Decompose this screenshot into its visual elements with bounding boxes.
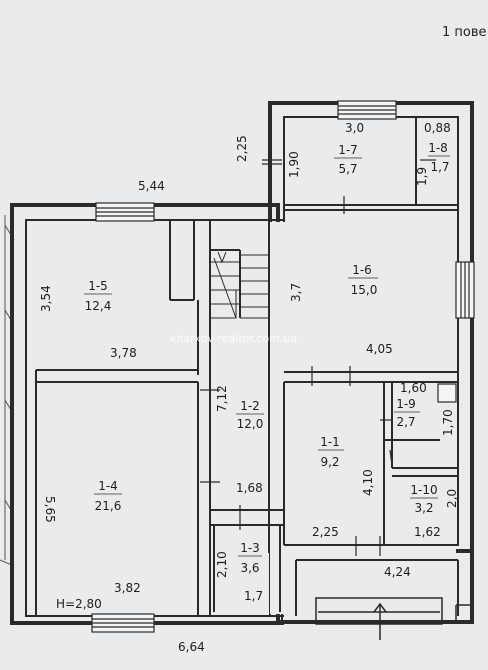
dim-label: 3,0 xyxy=(345,121,364,135)
dim-label: 1,90 xyxy=(287,151,301,178)
staircase xyxy=(210,251,270,319)
room-id: 1-5 xyxy=(88,279,108,293)
dim-label: 3,7 xyxy=(289,283,303,302)
room-labels: 1-7 5,7 1-8 1,7 1-5 12,4 1-6 15,0 1-2 12… xyxy=(84,141,450,575)
room-area: 21,6 xyxy=(95,499,122,513)
room-id: 1-3 xyxy=(240,541,260,555)
room-area: 12,4 xyxy=(85,299,112,313)
room-id: 1-8 xyxy=(428,141,448,155)
room-area: 3,2 xyxy=(414,501,433,515)
room-area: 1,7 xyxy=(430,160,449,174)
dim-label: 1,70 xyxy=(441,409,455,436)
dim-label: 4,10 xyxy=(361,469,375,496)
room-area: 2,7 xyxy=(396,415,415,429)
entrance-stairs xyxy=(315,597,470,640)
ceiling-height-note: H=2,80 xyxy=(56,597,102,611)
dim-label: 1,9 xyxy=(415,167,429,186)
dim-label: 1,60 xyxy=(400,381,427,395)
dim-label: 1,62 xyxy=(414,525,441,539)
dim-label: 3,78 xyxy=(110,346,137,360)
dim-label: 6,64 xyxy=(178,640,205,654)
room-area: 12,0 xyxy=(237,417,264,431)
dim-label: 5,65 xyxy=(43,496,57,523)
room-id: 1-7 xyxy=(338,143,358,157)
dim-label: 1,7 xyxy=(244,589,263,603)
room-id: 1-6 xyxy=(352,263,372,277)
dim-label: 0,88 xyxy=(424,121,451,135)
room-area: 5,7 xyxy=(338,162,357,176)
room-area: 3,6 xyxy=(240,561,259,575)
joint-mask xyxy=(270,222,286,614)
room-id: 1-2 xyxy=(240,399,260,413)
dim-label: 3,54 xyxy=(39,285,53,312)
dim-label: 3,82 xyxy=(114,581,141,595)
dim-label: 7,12 xyxy=(215,385,229,412)
plan-title: 1 пове xyxy=(442,25,487,40)
dim-label: 4,05 xyxy=(366,342,393,356)
dim-label: 5,44 xyxy=(138,179,165,193)
joint-mask xyxy=(276,545,456,554)
dim-label: 2,10 xyxy=(215,551,229,578)
room-area: 15,0 xyxy=(351,283,378,297)
dim-label: 4,24 xyxy=(384,565,411,579)
room-id: 1-9 xyxy=(396,397,416,411)
dim-label: 2,25 xyxy=(312,525,339,539)
dim-label: 2,25 xyxy=(235,135,249,162)
room-area: 9,2 xyxy=(320,455,339,469)
room-id: 1-1 xyxy=(320,435,340,449)
windows xyxy=(91,100,475,633)
watermark: kharkov-realtor.com.ua xyxy=(170,332,297,345)
dimension-labels: 2,25 3,0 0,88 1,90 1,9 5,44 3,54 3,78 3,… xyxy=(39,121,459,654)
door-marks xyxy=(200,159,436,556)
dim-label: 2,0 xyxy=(445,489,459,508)
room-id: 1-4 xyxy=(98,479,118,493)
dim-label: 1,68 xyxy=(236,481,263,495)
room-id: 1-10 xyxy=(410,483,437,497)
